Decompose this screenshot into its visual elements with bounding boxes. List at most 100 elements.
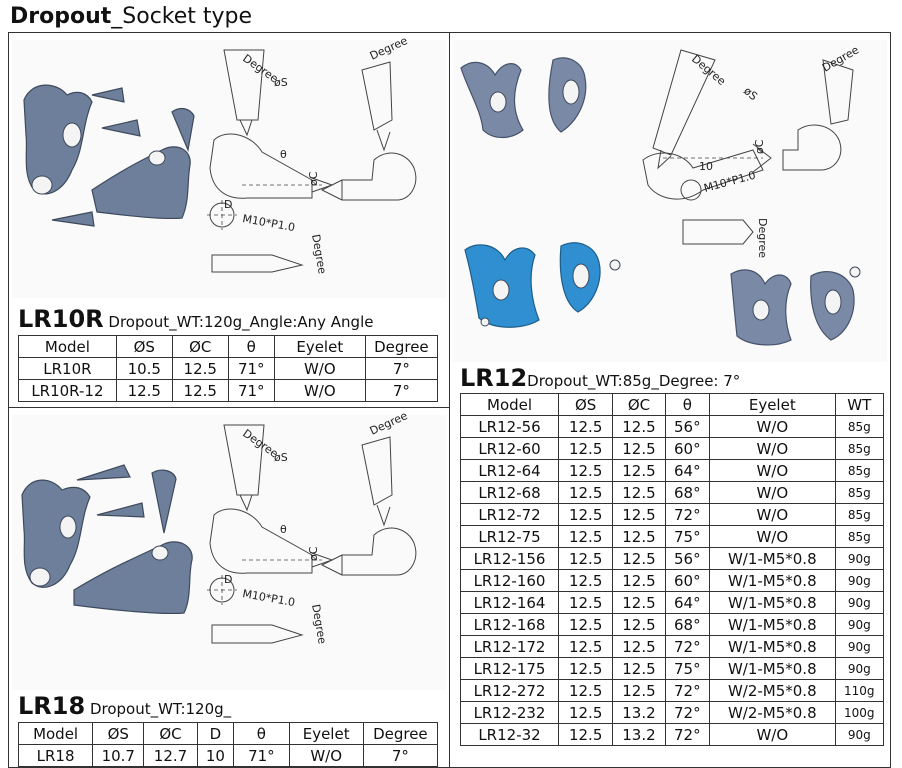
lr10r-degree-label-2: Degree [309,233,329,275]
header-cell: θ [227,335,275,358]
lr10r-spec-table: Model ØS ØC θ Eyelet Degree LR10R 10.5 1… [18,335,439,402]
table-cell: 13.2 [612,723,666,746]
lr18-drawing: Degree øS θ øC D M10*P1.0 Degree Degree [207,409,417,645]
table-cell: W/O [288,744,364,767]
table-cell: W/1-M5*0.8 [708,547,836,570]
table-header-row: Model ØS ØC D θ Eyelet Degree [17,722,439,745]
table-cell: W/1-M5*0.8 [708,635,836,658]
table-cell: LR12-168 [459,613,560,636]
table-cell: 85g [834,437,885,460]
lr18-theta-label: θ [280,523,287,536]
table-cell: 12.7 [143,744,198,767]
table-cell: 12.5 [612,547,666,570]
table-cell: LR12-232 [459,701,560,724]
lr18-product-image: Degree øS θ øC D M10*P1.0 Degree Degree [12,409,446,690]
table-cell: 12.5 [558,459,614,482]
table-cell: 7° [364,357,439,380]
lr18-heading: LR18 Dropout_WT:120g_ [18,692,231,720]
header-cell: ØC [171,335,229,358]
table-cell: LR12-272 [459,679,560,702]
lr12-drawing: Degree øS øC 10 M10*P1.0 Degree Degree [642,43,861,258]
table-cell: W/1-M5*0.8 [708,613,836,636]
table-cell: 12.5 [558,723,614,746]
lr10r-dia-c-label: øC [307,171,320,186]
table-cell: 100g [834,701,885,724]
table-cell: 12.5 [558,481,614,504]
table-cell: 12.5 [612,503,666,526]
table-cell: W/2-M5*0.8 [708,679,836,702]
table-cell: W/O [708,437,836,460]
table-cell: LR12-68 [459,481,560,504]
table-cell: W/O [708,459,836,482]
table-cell: 85g [834,503,885,526]
table-cell: 68° [664,481,710,504]
table-cell: 85g [834,481,885,504]
header-cell: ØS [558,393,614,416]
lr18-dia-s-label: øS [274,451,288,464]
table-cell: 75° [664,657,710,680]
table-cell: 71° [227,357,275,380]
table-cell: 60° [664,437,710,460]
header-cell: Model [17,722,94,745]
header-cell: Degree [364,335,439,358]
page-title-rest: _Socket type [111,4,253,29]
lr10r-drawing: Degree øS θ øC D M10*P1.0 Degree Degree [207,34,417,275]
table-cell: LR12-172 [459,635,560,658]
table-cell: LR12-156 [459,547,560,570]
table-cell: W/O [708,723,836,746]
table-cell: LR12-32 [459,723,560,746]
table-cell: 12.5 [558,635,614,658]
lr12-dia-c-label: øC [753,139,766,154]
lr10r-d-label: D [224,198,232,211]
table-cell: W/O [708,503,836,526]
header-cell: ØS [115,335,173,358]
lr18-thread-label: M10*P1.0 [241,587,296,609]
header-cell: θ [664,393,710,416]
lr18-parts-photo [21,464,193,615]
lr10r-description: Dropout_WT:120g_Angle:Any Angle [103,313,374,331]
table-cell: 12.5 [612,613,666,636]
table-cell: LR10R [18,357,117,380]
lr10r-heading: LR10R Dropout_WT:120g_Angle:Any Angle [18,305,373,333]
header-cell: Model [18,335,117,358]
header-cell: ØS [92,722,145,745]
lr12-heading: LR12Dropout_WT:85g_Degree: 7° [460,364,740,392]
table-cell: LR12-56 [459,415,560,438]
table-cell: 12.5 [612,569,666,592]
table-cell: 12.5 [612,591,666,614]
lr10r-dia-s-label: øS [274,76,288,89]
header-cell: θ [233,722,290,745]
page-title-bold: Dropout [10,4,112,29]
table-cell: 12.5 [171,379,229,402]
table-cell: W/O [708,481,836,504]
lr12-ten-label: 10 [699,160,713,173]
header-cell: WT [834,393,885,416]
table-cell: 90g [834,591,885,614]
lr18-description: Dropout_WT:120g_ [85,700,232,718]
table-cell: 90g [834,657,885,680]
table-cell: 7° [362,744,439,767]
lr12-degree-label-2: Degree [756,218,769,258]
lr10r-theta-label: θ [280,148,287,161]
lr10r-parts-photo [23,84,195,227]
header-cell: Eyelet [708,393,836,416]
table-cell: W/1-M5*0.8 [708,569,836,592]
table-header-row: Model ØS ØC θ Eyelet WT [459,393,885,416]
table-cell: 71° [227,379,275,402]
table-row: LR18 10.7 12.7 10 71° W/O 7° [17,744,439,767]
table-cell: 13.2 [612,701,666,724]
table-cell: 90g [834,635,885,658]
table-cell: 110g [834,679,885,702]
